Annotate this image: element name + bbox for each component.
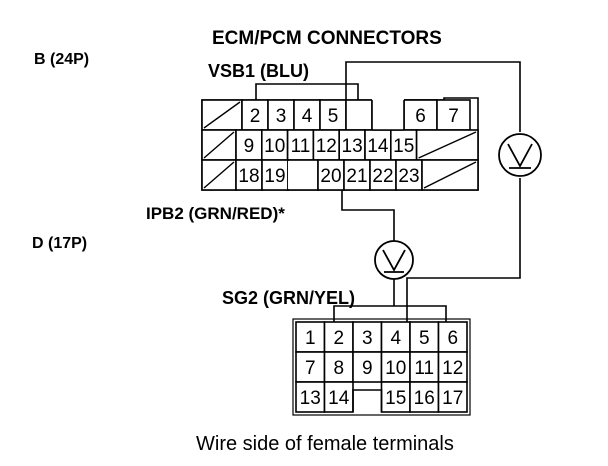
pin-number: 8 — [333, 358, 344, 379]
terminal-cell: 16 — [409, 381, 440, 413]
connector-d-notch — [352, 389, 383, 412]
terminal-cell: 23 — [395, 159, 423, 191]
pin-number: 13 — [342, 136, 363, 157]
pin-number: 23 — [398, 166, 419, 187]
pin-number: 5 — [328, 106, 339, 127]
terminal-cell: 11 — [286, 129, 315, 161]
terminal-cell: 7 — [295, 351, 326, 383]
terminal-cell: 14 — [323, 381, 354, 413]
pin-number: 14 — [367, 136, 389, 157]
terminal-cell: 13 — [295, 381, 326, 413]
terminal-cell: 12 — [437, 351, 468, 383]
terminal-cell: 6 — [437, 321, 468, 353]
vsb1-lead — [345, 61, 521, 132]
pin-number: 3 — [276, 106, 287, 127]
terminal-cell: 5 — [409, 321, 440, 353]
pin-number: 16 — [414, 388, 435, 409]
terminal-cell: 4 — [293, 99, 321, 131]
pin-number: 10 — [385, 358, 406, 379]
pin-number: 1 — [305, 328, 316, 349]
pin-number: 4 — [390, 328, 401, 349]
pin-number: 9 — [244, 136, 255, 157]
pin-number: 2 — [333, 328, 344, 349]
terminal-cell — [345, 99, 373, 131]
pin-number: 6 — [415, 106, 426, 127]
blank-cavity — [421, 159, 479, 191]
pin-number: 13 — [300, 388, 321, 409]
terminal-cell: 5 — [319, 99, 347, 131]
pin-number: 6 — [447, 328, 458, 349]
terminal-cell: 7 — [436, 99, 471, 131]
connector-d-label: D (17P) — [32, 235, 87, 252]
terminal-cell: 1 — [295, 321, 326, 353]
connector-b-label: B (24P) — [34, 51, 89, 68]
pin-number: 10 — [264, 136, 285, 157]
blank-cavity — [201, 159, 237, 191]
terminal-cell: 8 — [323, 351, 354, 383]
terminal-cell: 14 — [364, 129, 392, 161]
terminal-cell: 3 — [267, 99, 295, 131]
pin-number: 15 — [385, 388, 406, 409]
wire-side-caption: Wire side of female terminals — [196, 433, 454, 455]
pin-number: 17 — [442, 388, 463, 409]
terminal-cell: 17 — [437, 381, 468, 413]
pin-number: 12 — [316, 136, 337, 157]
diagram-title: ECM/PCM CONNECTORS — [212, 28, 442, 49]
terminal-cell: 4 — [380, 321, 411, 353]
blank-cavity — [201, 129, 237, 161]
pin-number: 3 — [362, 328, 373, 349]
pin-number: 7 — [448, 106, 459, 127]
pin-number: 4 — [302, 106, 313, 127]
terminal-cell: 19 — [261, 159, 289, 191]
terminal-cell: 6 — [403, 99, 438, 131]
ipb2-wire-label: IPB2 (GRN/RED)* — [146, 204, 285, 223]
terminal-cell: 2 — [323, 321, 354, 353]
pin-number: 9 — [362, 358, 373, 379]
pin-number: 22 — [372, 166, 393, 187]
pin-number: 2 — [250, 106, 261, 127]
terminal-cell: 10 — [260, 129, 289, 161]
pin-number: 18 — [238, 166, 259, 187]
vsb1-bracket — [255, 83, 359, 100]
pin-number: 20 — [320, 166, 341, 187]
pin-number: 11 — [414, 358, 434, 379]
terminal-cell: 11 — [409, 351, 440, 383]
terminal-cell: 22 — [369, 159, 397, 191]
sg2-wire-label: SG2 (GRN/YEL) — [222, 288, 355, 308]
terminal-cell: 12 — [312, 129, 340, 161]
terminal-cell: 18 — [235, 159, 263, 191]
pin-number: 15 — [393, 136, 414, 157]
voltmeter-right-icon — [498, 133, 542, 177]
terminal-cell: 2 — [241, 99, 269, 131]
terminal-cell: 10 — [380, 351, 411, 383]
terminal-cell: 21 — [343, 159, 371, 191]
pin-number: 14 — [328, 388, 350, 409]
blank-cavity — [415, 129, 479, 161]
pin-number: 5 — [419, 328, 430, 349]
ipb2-lead — [341, 190, 395, 242]
pin-number: 11 — [291, 136, 311, 157]
sg2-bracket — [333, 305, 447, 322]
terminal-cell: 9 — [352, 351, 383, 383]
terminal-cell: 15 — [389, 129, 418, 161]
wire-paths — [255, 61, 521, 322]
pin-number: 7 — [305, 358, 316, 379]
pin-number: 21 — [346, 166, 367, 187]
pin-number: 19 — [264, 166, 285, 187]
vsb1-wire-label: VSB1 (BLU) — [208, 61, 309, 81]
terminal-cell: 3 — [352, 321, 383, 353]
voltmeter-center-icon — [374, 240, 414, 280]
terminal-cell: 15 — [380, 381, 411, 413]
pin-number: 12 — [442, 358, 463, 379]
sg2-return-lead — [406, 178, 521, 322]
terminal-cell: 20 — [317, 159, 345, 191]
terminal-cell: 13 — [338, 129, 366, 161]
blank-cavity — [201, 99, 243, 131]
terminal-cell: 9 — [235, 129, 263, 161]
